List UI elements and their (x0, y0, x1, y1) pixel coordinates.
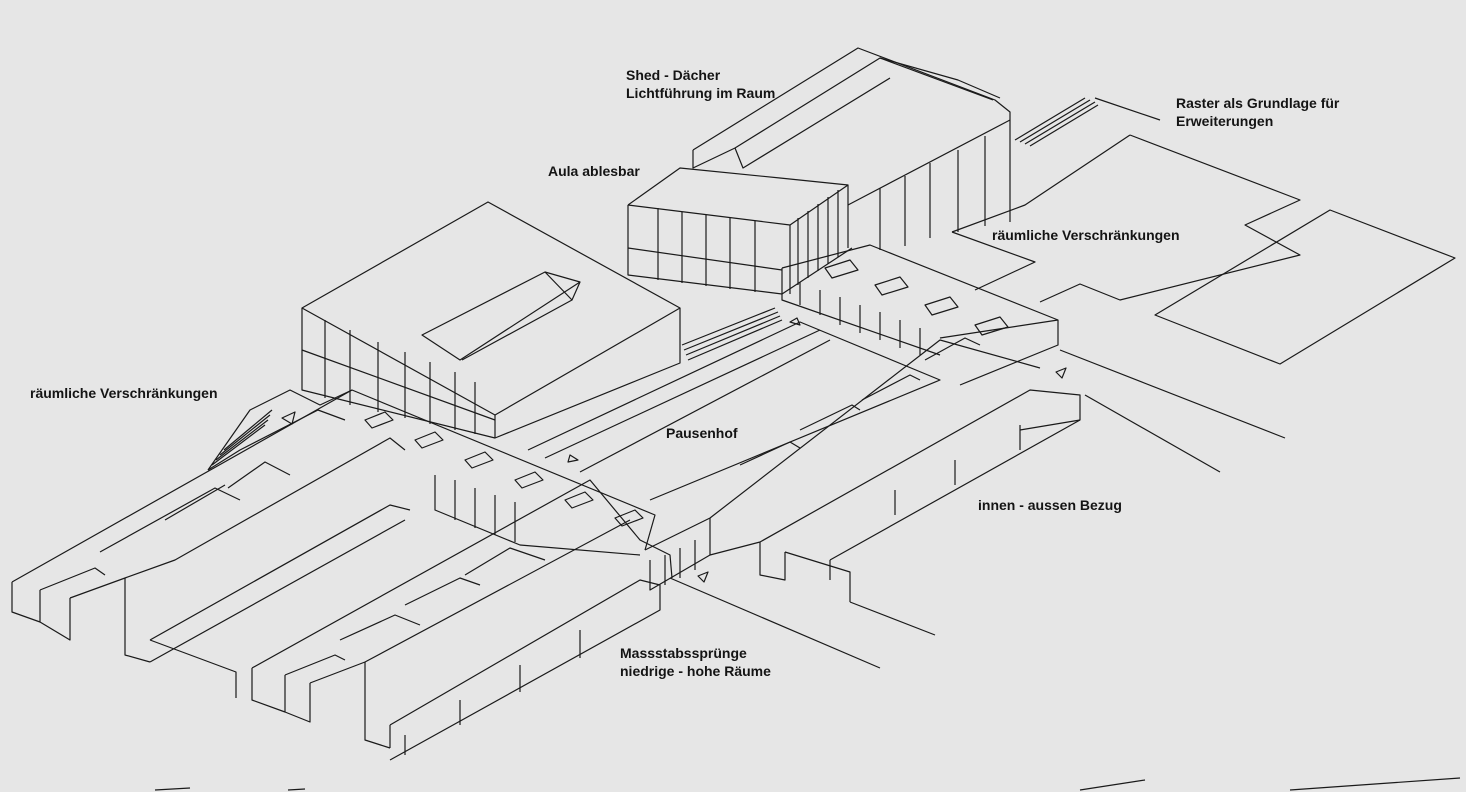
label-spatial-interlock-left: räumliche Verschränkungen (30, 384, 218, 402)
label-shed-roofs: Shed - Dächer Lichtführung im Raum (626, 66, 775, 102)
center-bottom-wing (251, 479, 673, 761)
label-scale-jumps-line-2: niedrige - hohe Räume (620, 663, 771, 679)
label-shed-line-2: Lichtführung im Raum (626, 85, 776, 101)
corridor (781, 244, 1059, 386)
label-scale-jumps: Massstabssprünge niedrige - hohe Räume (620, 644, 771, 680)
label-indoor-outdoor: innen - aussen Bezug (978, 496, 1122, 514)
label-pausenhof-text: Pausenhof (666, 425, 738, 441)
gym-block (301, 201, 681, 439)
pausenhof-courtyard (527, 321, 941, 501)
bottom-hatching (154, 777, 1461, 791)
label-raster-line-1: Raster als Grundlage für (1176, 95, 1340, 111)
right-wing (709, 337, 1081, 602)
stairs-center (681, 307, 783, 361)
label-spatial-interlock-right-text: räumliche Verschränkungen (992, 227, 1180, 243)
label-scale-jumps-line-1: Massstabssprünge (620, 645, 747, 661)
ground-plots (951, 97, 1456, 473)
label-shed-line-1: Shed - Dächer (626, 67, 721, 83)
label-pausenhof: Pausenhof (666, 424, 738, 442)
left-wing (11, 389, 656, 698)
label-indoor-outdoor-text: innen - aussen Bezug (978, 497, 1122, 513)
bottom-connector (644, 517, 936, 669)
aula-block (627, 47, 1011, 295)
stairs-right (1014, 97, 1099, 147)
left-connector (207, 389, 353, 471)
label-aula-text: Aula ablesbar (548, 163, 640, 179)
label-spatial-interlock-right: räumliche Verschränkungen (992, 226, 1180, 244)
label-spatial-interlock-left-text: räumliche Verschränkungen (30, 385, 218, 401)
label-aula: Aula ablesbar (548, 162, 640, 180)
label-raster-line-2: Erweiterungen (1176, 113, 1274, 129)
label-raster: Raster als Grundlage für Erweiterungen (1176, 94, 1339, 130)
